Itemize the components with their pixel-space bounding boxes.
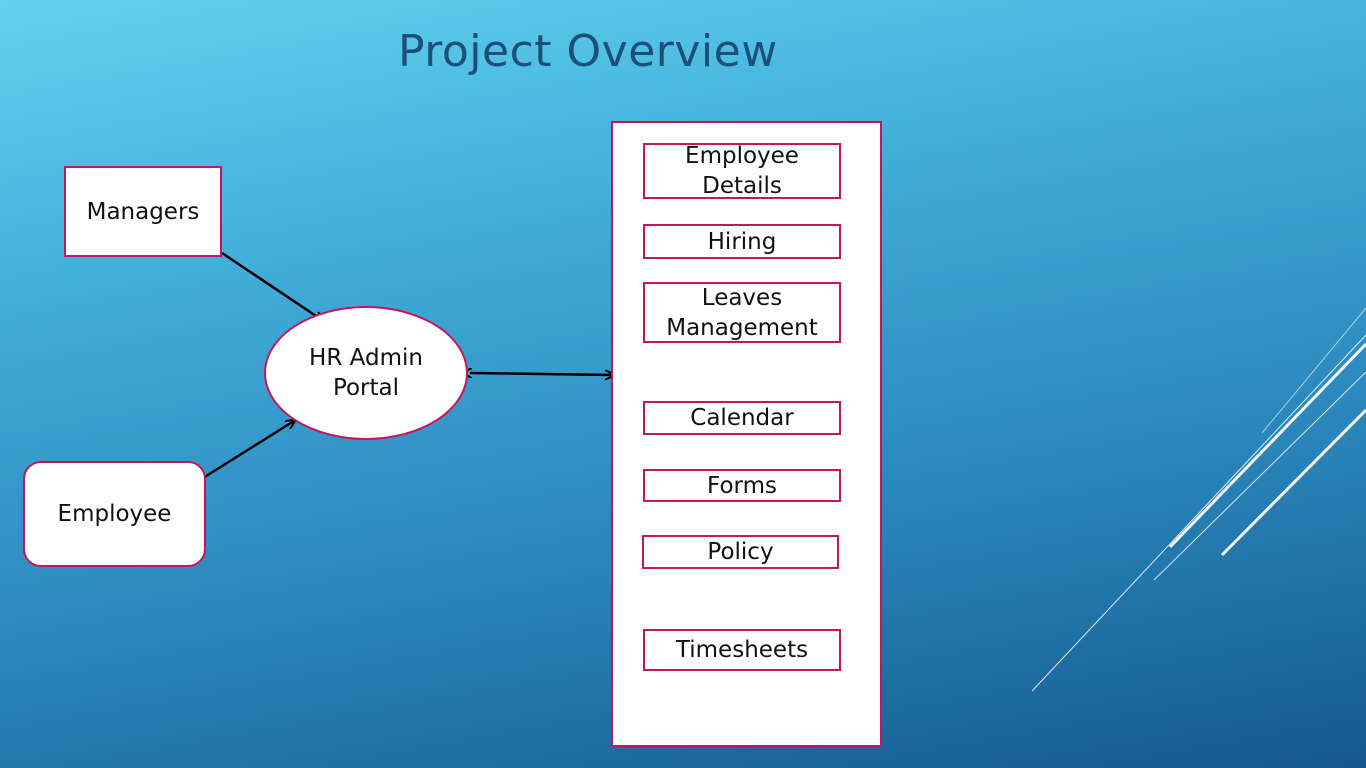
module-employee-details-line1: Employee [685, 143, 799, 169]
managers-node: Managers [64, 166, 222, 257]
hr-admin-portal-node: HR Admin Portal [264, 306, 468, 440]
module-employee-details-line2: Details [702, 173, 782, 199]
module-calendar-label: Calendar [690, 405, 794, 431]
portal-modules-bidirectional-arrow [470, 373, 613, 375]
module-hiring-label: Hiring [707, 228, 777, 255]
managers-to-portal-arrow [221, 251, 322, 320]
module-timesheets-label: Timesheets [675, 637, 809, 663]
slide-title: Project Overview [398, 26, 778, 77]
employee-node: Employee [23, 461, 206, 567]
module-employee-details: Employee Details [643, 143, 841, 199]
module-policy: Policy [642, 535, 839, 569]
module-leaves-line2: Management [666, 314, 818, 341]
module-forms-label: Forms [707, 472, 777, 499]
module-policy-label: Policy [707, 539, 774, 565]
module-leaves-line1: Leaves [701, 284, 783, 311]
employee-label: Employee [57, 501, 172, 527]
employee-to-portal-arrow [202, 421, 294, 480]
module-hiring: Hiring [643, 224, 841, 259]
module-leaves-management: Leaves Management [643, 282, 841, 343]
module-calendar: Calendar [643, 401, 841, 435]
portal-label-line2: Portal [332, 375, 400, 401]
module-timesheets: Timesheets [643, 629, 841, 671]
module-forms: Forms [643, 469, 841, 502]
portal-label-line1: HR Admin [309, 345, 423, 371]
managers-label: Managers [86, 198, 200, 225]
